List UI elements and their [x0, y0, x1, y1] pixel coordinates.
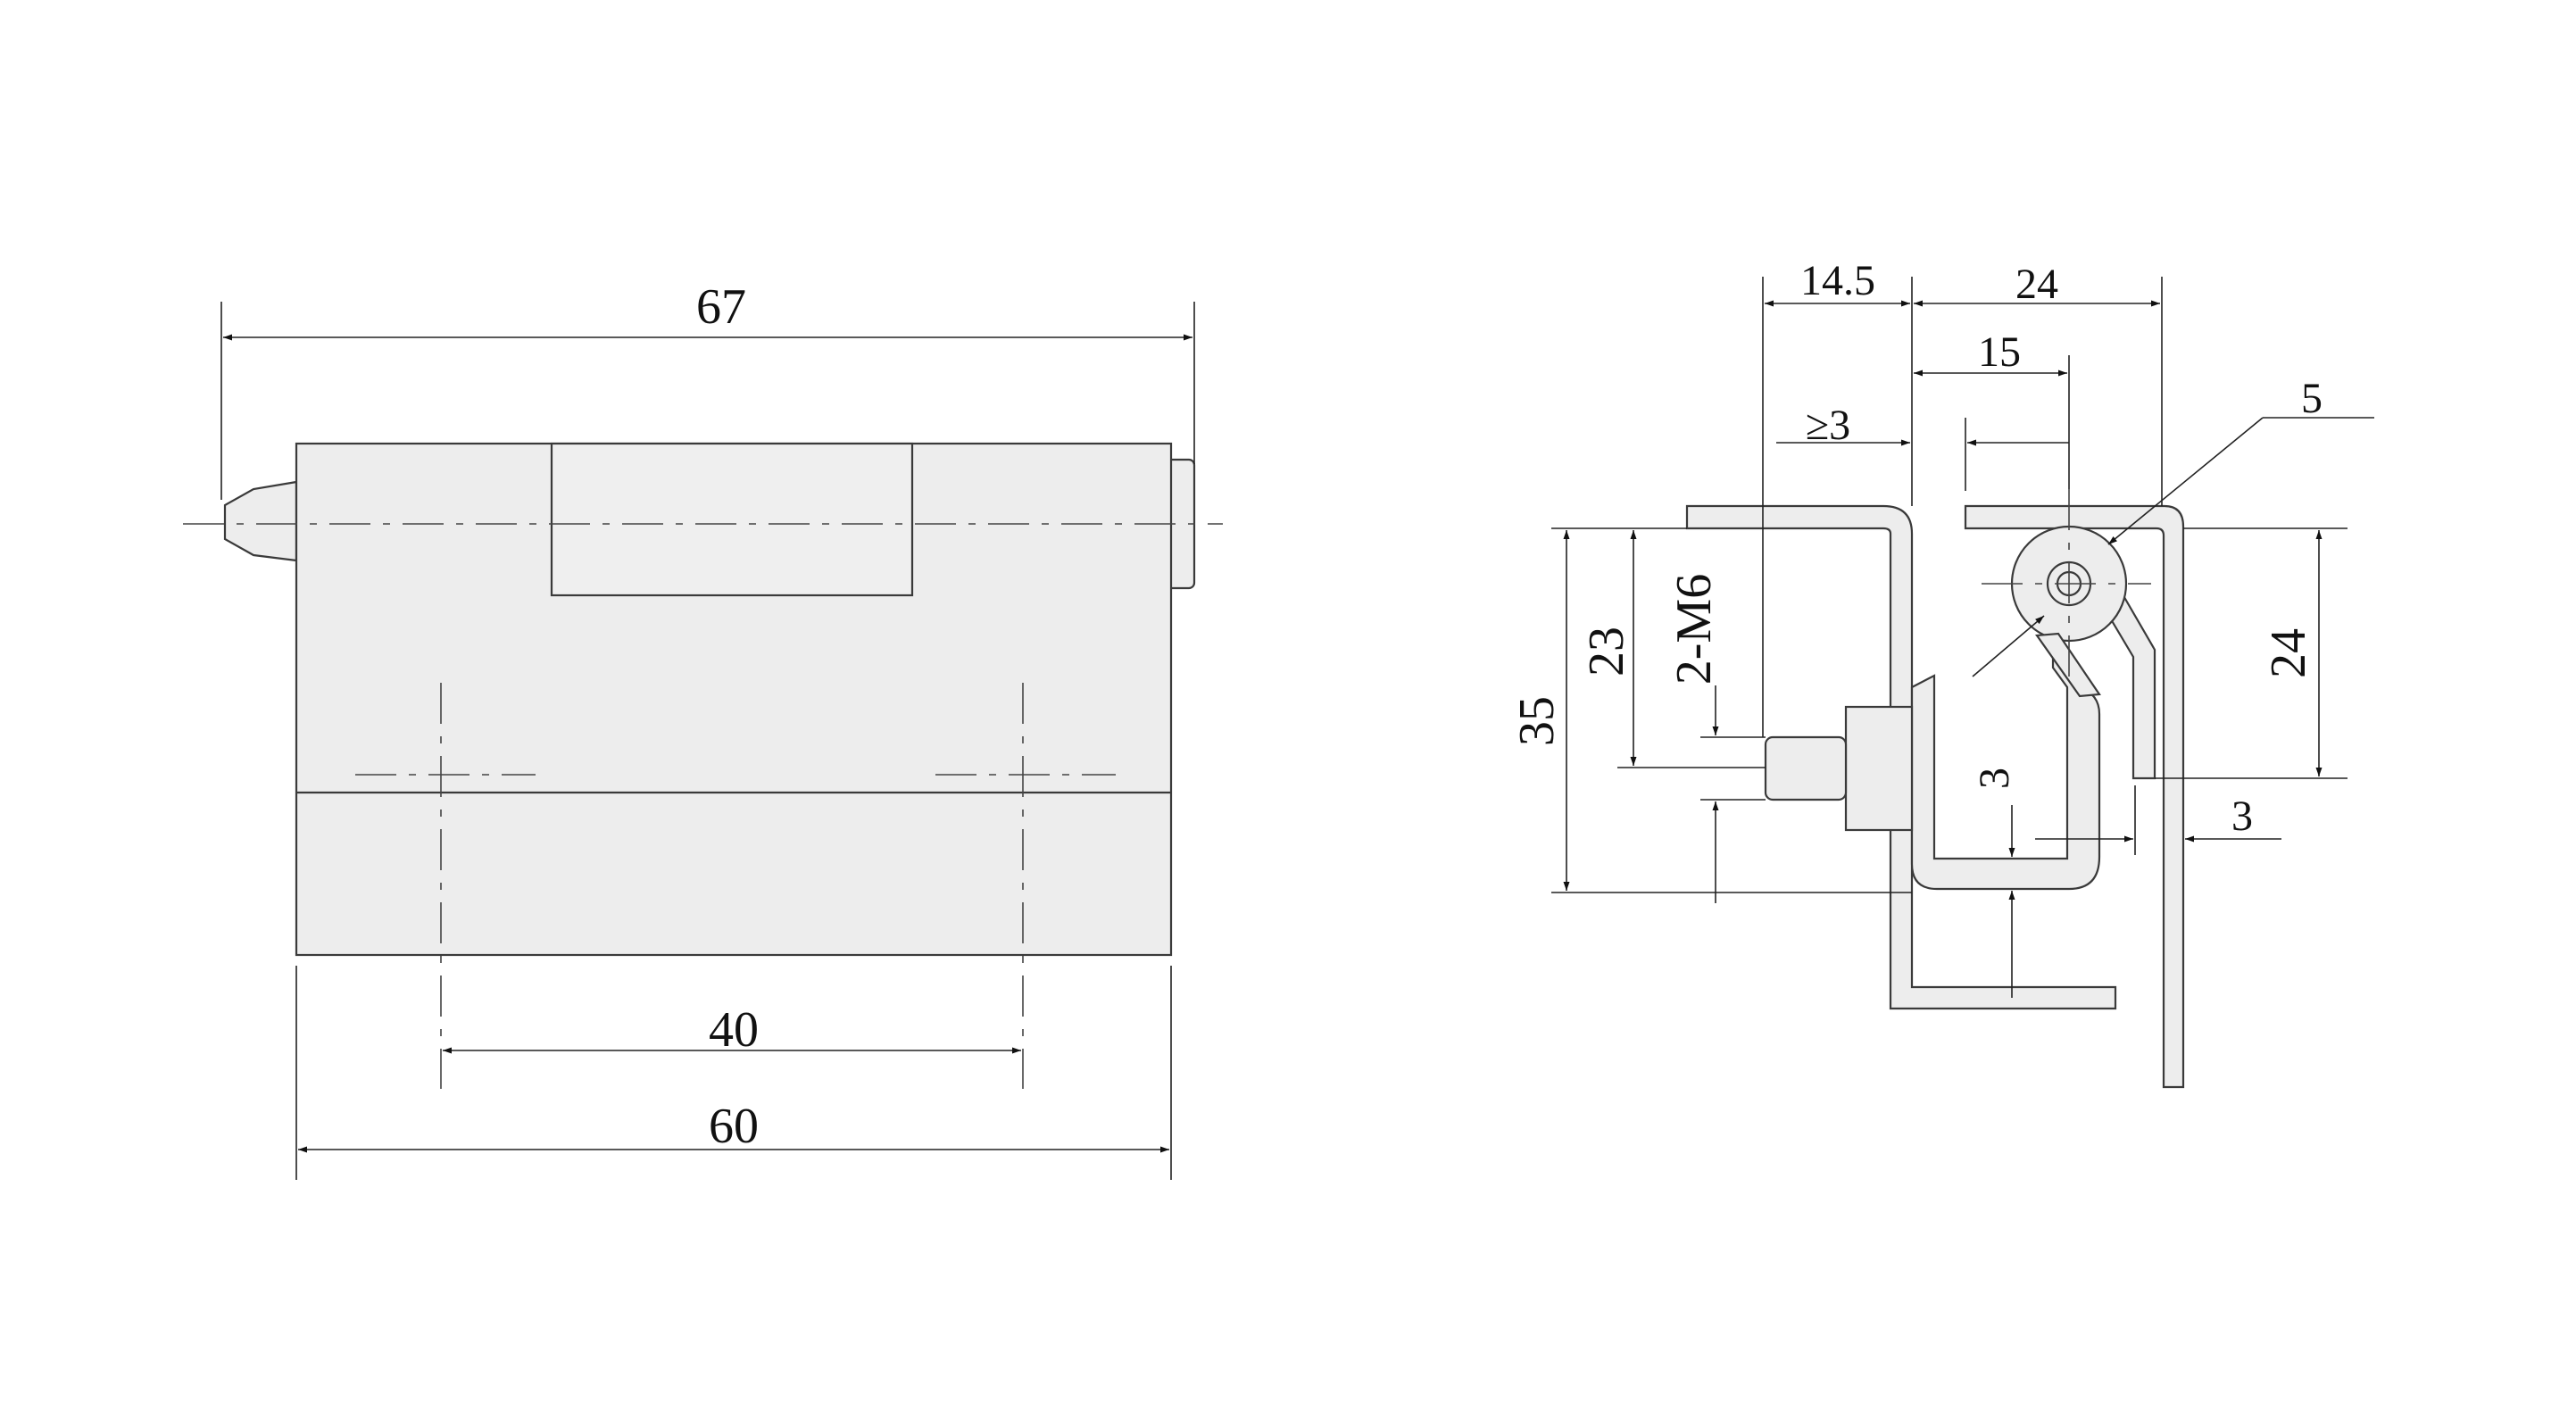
leader-pin-dia-lower [1972, 615, 2045, 677]
thread-spec-label: 2-M6 [1666, 574, 1722, 685]
dim-body-label: 60 [709, 1099, 759, 1154]
dim-hole-pitch-label: 40 [709, 1002, 759, 1058]
dim-thickness-label: 3 [2231, 793, 2253, 840]
dim-offset-label: 14.5 [1800, 257, 1875, 304]
nut [1844, 705, 1914, 832]
dim-leaf-height-label: 24 [2261, 628, 2316, 678]
dim-pin-dia-label: 5 [2301, 375, 2323, 422]
dim-overall-label: 67 [696, 279, 746, 335]
dim-width-label: 24 [2015, 261, 2058, 308]
front-view: 67 40 60 [183, 279, 1223, 1180]
hinge-pin-tip [223, 480, 298, 562]
dim-gap-label: ≥3 [1806, 402, 1850, 449]
side-view: 14.5 24 15 ≥3 5 35 23 2-M6 [1509, 257, 2374, 1089]
cam-arm [2034, 632, 2101, 698]
dim-pin-dist-label: 15 [1978, 328, 2021, 376]
hinge-knuckle [550, 442, 914, 597]
dim-thread-pos-label: 23 [1579, 627, 1634, 677]
leader-pin-dia [2107, 417, 2264, 545]
right-leaf [1964, 504, 2185, 1089]
dim-leaf-gap-label: 3 [1971, 768, 2018, 789]
bolt-thread [1764, 735, 1848, 801]
dim-height-label: 35 [1509, 696, 1565, 746]
